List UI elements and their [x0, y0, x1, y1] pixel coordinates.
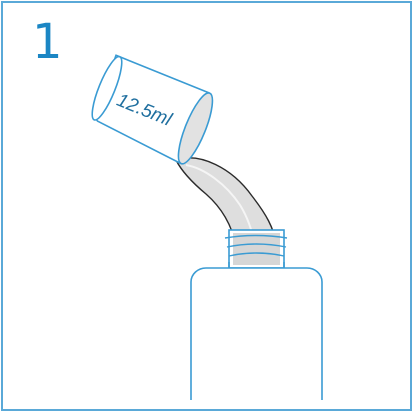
pouring-illustration: 12.5ml [0, 0, 415, 400]
measuring-cup-icon: 12.5ml [84, 54, 219, 168]
instruction-step-panel: 1 [0, 0, 415, 400]
bottle-icon [191, 230, 322, 400]
